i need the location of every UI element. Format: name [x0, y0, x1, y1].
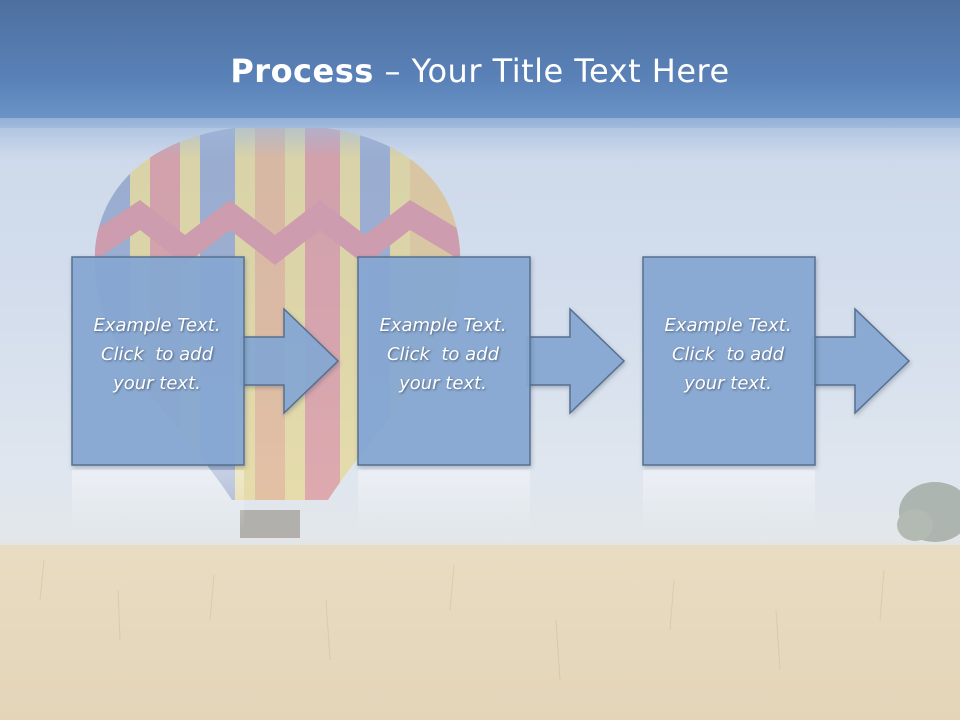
- arrow-right-icon: [526, 307, 626, 415]
- step-line: Example Text.: [664, 315, 792, 336]
- arrow-right-icon: [811, 307, 911, 415]
- arrow-right-icon: [240, 307, 340, 415]
- process-step-1[interactable]: [71, 256, 340, 530]
- step-box: [357, 256, 531, 466]
- step-line: Click to add: [671, 344, 784, 365]
- step-line: Example Text.: [379, 315, 507, 336]
- title-rest: – Your Title Text Here: [373, 52, 730, 90]
- step-line: your text.: [684, 373, 772, 394]
- step-1-text[interactable]: Example Text. Click to add your text.: [72, 311, 242, 398]
- step-line: your text.: [399, 373, 487, 394]
- grass-field: [0, 545, 960, 720]
- step-2-text[interactable]: Example Text. Click to add your text.: [358, 311, 528, 398]
- step-line: Example Text.: [93, 315, 221, 336]
- title-bar-fade: [0, 118, 960, 158]
- process-step-3[interactable]: [642, 256, 911, 530]
- step-line: your text.: [113, 373, 201, 394]
- step-box: [71, 256, 245, 466]
- slide-title[interactable]: Process – Your Title Text Here: [0, 52, 960, 90]
- tree-icon: [897, 482, 960, 542]
- title-bold: Process: [230, 52, 374, 90]
- step-line: Click to add: [100, 344, 213, 365]
- step-3-text[interactable]: Example Text. Click to add your text.: [643, 311, 813, 398]
- step-reflection: [72, 470, 244, 530]
- title-bar: [0, 0, 960, 128]
- step-box: [642, 256, 816, 466]
- step-reflection: [358, 470, 530, 530]
- process-step-2[interactable]: [357, 256, 626, 530]
- step-line: Click to add: [386, 344, 499, 365]
- step-reflection: [643, 470, 815, 530]
